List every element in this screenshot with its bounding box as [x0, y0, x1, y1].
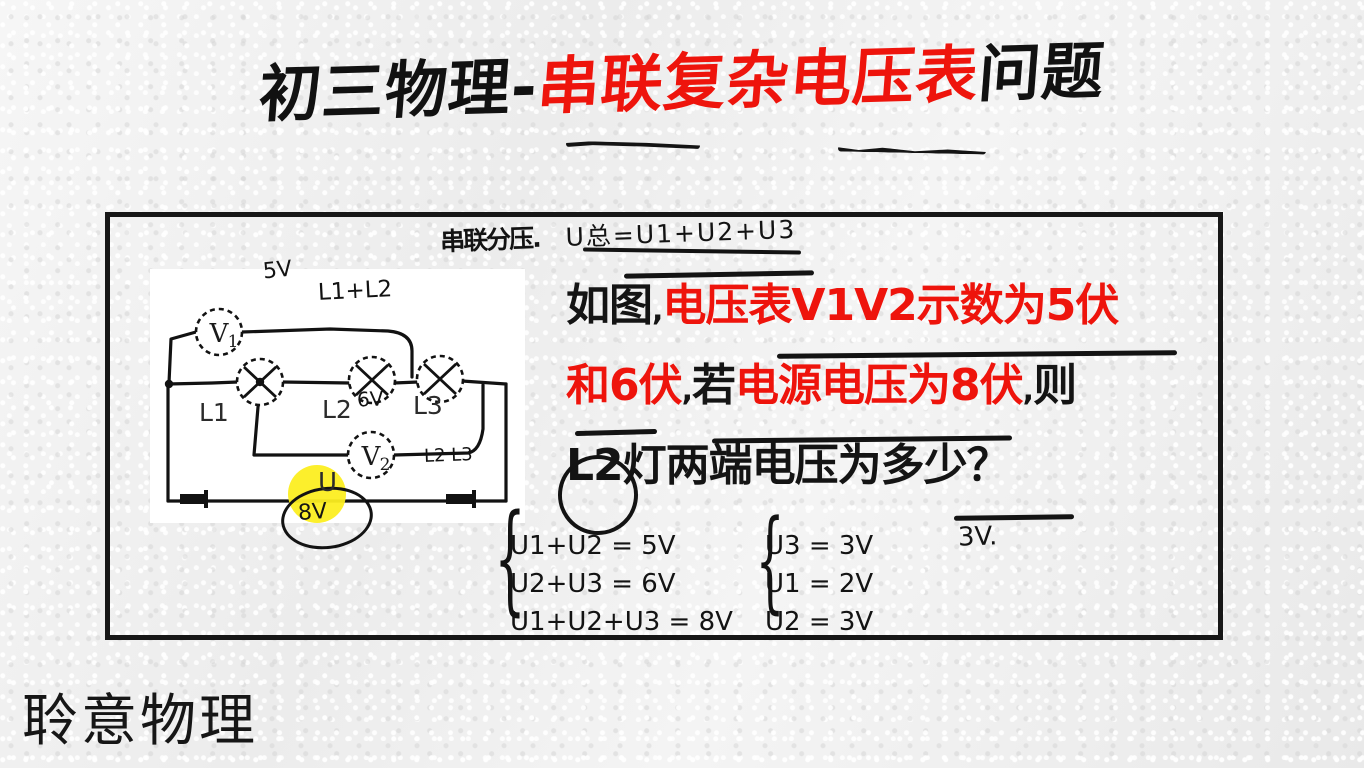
question-l2-red-b: 电源电压为8伏	[735, 360, 1024, 411]
equation-solved-3: U2 = 3V	[765, 607, 874, 637]
svg-text:V: V	[209, 319, 230, 349]
title-underline-stroke-1	[566, 141, 700, 149]
answer-value: 3V.	[957, 521, 998, 553]
question-l2-black-a: 若	[692, 360, 736, 411]
series-note-label: 串联分压.	[439, 223, 541, 257]
question-line-1: 如图,电压表V1V2示数为5伏	[566, 266, 1206, 346]
equation-given-1: U1+U2 = 5V	[510, 531, 676, 561]
content-frame	[105, 212, 1223, 640]
wire-l1-l2	[280, 380, 352, 385]
question-l1-comma: ,	[652, 293, 663, 328]
equation-solved-2: U1 = 2V	[765, 569, 874, 599]
wire-l2-l3	[392, 380, 420, 385]
question-l1-black: 如图	[566, 280, 653, 331]
slide-title-area: 初三物理-串联复杂电压表问题	[0, 34, 1364, 131]
equation-brace-right: {	[755, 497, 785, 626]
equation-given-2: U2+U3 = 6V	[510, 569, 676, 599]
lamp-l2-symbol	[347, 355, 397, 405]
question-text-block: 如图,电压表V1V2示数为5伏 和6伏,若电源电压为8伏,则 L2灯两端电压为多…	[566, 266, 1206, 506]
wire-l3-right	[460, 379, 508, 386]
lamp-l3-symbol	[415, 354, 465, 404]
wire-l1-left	[166, 380, 240, 386]
voltmeter-v2-symbol: V 2	[346, 430, 396, 480]
question-l1-red: 电压表V1V2示数为5伏	[662, 280, 1119, 331]
battery-cell-right	[446, 490, 476, 508]
question-l2-comma-2: ,	[1022, 373, 1034, 408]
question-l2-red-a: 和6伏	[566, 360, 683, 411]
title-highlight: 串联复杂电压表	[535, 37, 982, 124]
wire-v1-right	[240, 327, 414, 379]
equation-group-solved: U3 = 3V U1 = 2V U2 = 3V	[765, 527, 873, 641]
page-title: 初三物理-串联复杂电压表问题	[256, 34, 1107, 131]
junction-dot-left	[164, 379, 174, 389]
svg-text:1: 1	[228, 332, 239, 352]
yellow-highlight-marker	[288, 465, 346, 523]
svg-text:V: V	[361, 442, 382, 472]
battery-cell-left	[180, 490, 208, 508]
junction-dot-mid	[255, 377, 265, 387]
equation-group-given: U1+U2 = 5V U2+U3 = 6V U1+U2+U3 = 8V	[510, 527, 733, 641]
wire-v1-left	[167, 330, 198, 385]
equation-solved-1: U3 = 3V	[765, 531, 874, 561]
title-prefix: 初三物理-	[256, 49, 541, 131]
question-line-2: 和6伏,若电源电压为8伏,则	[566, 346, 1206, 426]
channel-watermark: 聆意物理	[22, 689, 258, 754]
question-l2-black-b: 则	[1033, 360, 1077, 411]
question-line-3: L2灯两端电压为多少？	[566, 426, 1206, 506]
circuit-schematic-svg: V 1 V 2	[164, 307, 508, 508]
title-underline-stroke-2	[838, 145, 986, 154]
series-note-formula: U总=U1+U2+U3	[565, 214, 797, 252]
question-l2-comma-1: ,	[681, 373, 693, 408]
equation-brace-left: {	[494, 490, 526, 629]
wire-v2-right	[392, 383, 485, 457]
question-l3: L2灯两端电压为多少？	[566, 440, 1011, 491]
equation-given-3: U1+U2+U3 = 8V	[510, 607, 733, 637]
voltmeter-v1-symbol: V 1	[194, 307, 244, 357]
title-suffix: 问题	[975, 34, 1108, 111]
svg-text:2: 2	[380, 455, 391, 475]
